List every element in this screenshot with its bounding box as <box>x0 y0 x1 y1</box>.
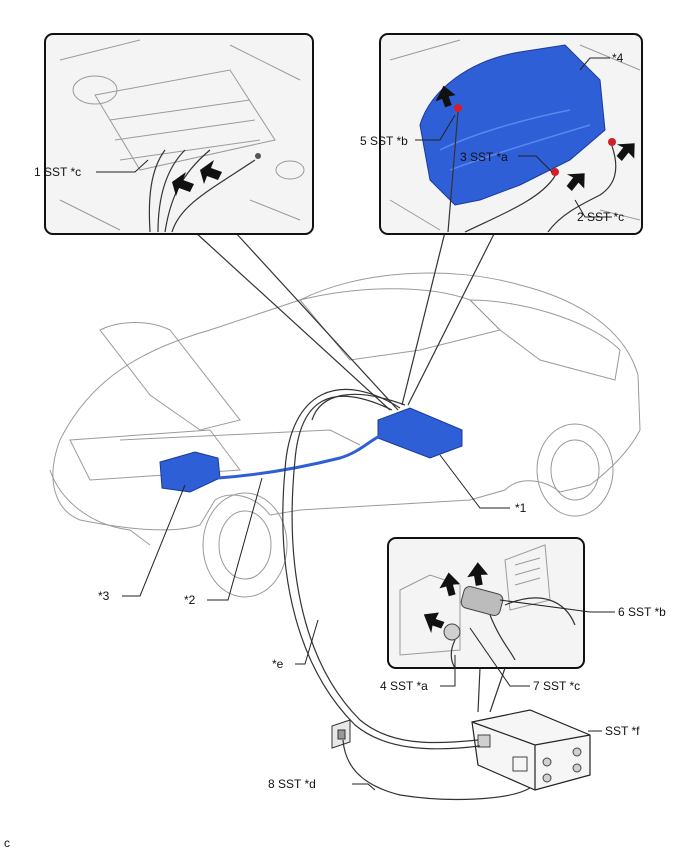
label-8-sst-d: 8 SST *d <box>268 777 316 791</box>
sst-e-cable <box>282 388 481 750</box>
label-3-sst-a: 3 SST *a <box>460 150 508 164</box>
label-star-e: *e <box>272 657 284 671</box>
label-star-4: *4 <box>612 51 624 65</box>
hv-cable <box>217 433 383 480</box>
arrow-icon <box>467 562 489 586</box>
wall-outlet <box>331 719 351 749</box>
inverter-component <box>159 451 221 493</box>
power-cord <box>342 739 531 801</box>
arrow-icon <box>616 143 635 162</box>
sst-e-cable <box>291 395 479 744</box>
detail-frame-left <box>44 33 314 235</box>
bolt-icon <box>551 168 559 176</box>
corner-code: c <box>4 836 10 850</box>
label-star-2: *2 <box>184 593 196 607</box>
vehicle-illustration <box>49 272 641 598</box>
cover-component <box>419 44 606 206</box>
bolt-icon <box>454 104 462 112</box>
arrow-icon <box>172 172 194 196</box>
label-6-sst-b: 6 SST *b <box>618 605 666 619</box>
detail-frame-bottom <box>387 537 585 713</box>
label-star-1: *1 <box>515 501 527 515</box>
label-4-sst-a: 4 SST *a <box>380 679 428 693</box>
battery-component <box>377 407 463 459</box>
label-5-sst-b: 5 SST *b <box>360 134 408 148</box>
callout-cone-left <box>194 231 399 411</box>
arrow-icon <box>435 85 456 108</box>
arrow-icon <box>423 612 445 634</box>
sst-f-unit <box>471 709 591 791</box>
detail-frame-right <box>379 33 643 235</box>
bolt-icon <box>608 138 616 146</box>
label-sst-f: SST *f <box>605 724 640 738</box>
label-2-sst-c: 2 SST *c <box>577 210 624 224</box>
arrow-icon <box>439 572 460 597</box>
label-7-sst-c: 7 SST *c <box>533 679 580 693</box>
arrow-icon <box>566 173 585 192</box>
label-1-sst-c: 1 SST *c <box>34 165 81 179</box>
arrow-icon <box>200 160 222 184</box>
label-star-3: *3 <box>98 589 110 603</box>
callout-cone-right <box>401 231 496 406</box>
